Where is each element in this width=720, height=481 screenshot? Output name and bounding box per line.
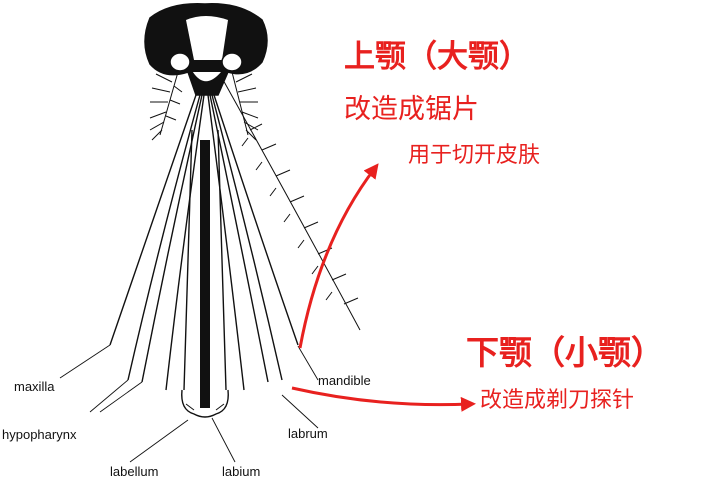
stylets bbox=[109, 94, 299, 418]
antenna-right bbox=[231, 71, 259, 141]
label-maxilla: maxilla bbox=[14, 379, 55, 394]
arrow-to-lower-jaw bbox=[291, 386, 476, 412]
antenna-left bbox=[149, 71, 183, 141]
upper-jaw-line1: 改造成锯片 bbox=[344, 94, 479, 125]
annotation-arrows bbox=[291, 163, 476, 412]
lower-jaw-line1: 改造成剃刀探针 bbox=[480, 388, 635, 413]
palp-right bbox=[221, 77, 361, 331]
label-labium: labium bbox=[222, 464, 261, 479]
label-labrum: labrum bbox=[288, 426, 328, 441]
label-mandible: mandible bbox=[318, 373, 371, 388]
label-pointers bbox=[59, 344, 319, 463]
head-capsule bbox=[144, 3, 268, 96]
label-hypopharynx: hypopharynx bbox=[2, 427, 77, 442]
arrow-to-upper-jaw bbox=[298, 163, 379, 349]
label-labellum: labellum bbox=[110, 464, 159, 479]
upper-jaw-line2: 用于切开皮肤 bbox=[408, 143, 541, 168]
lower-jaw-title: 下颚（小颚） bbox=[466, 333, 664, 372]
upper-jaw-title: 上颚（大颚） bbox=[344, 39, 530, 75]
